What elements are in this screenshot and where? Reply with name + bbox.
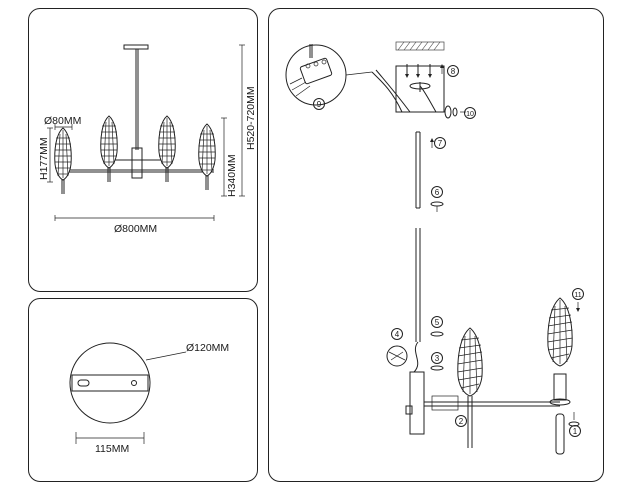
chandelier-overview-drawing xyxy=(47,44,245,221)
shade-height-label: H177MM xyxy=(38,137,50,180)
hole-spacing-label: 115MM xyxy=(95,443,129,455)
total-diameter-label: Ø800MM xyxy=(114,223,157,235)
step-4-label: 4 xyxy=(395,330,400,339)
step-7-label: 7 xyxy=(438,139,443,148)
plate-diameter-label: Ø120MM xyxy=(186,342,229,354)
shade-diameter-label: Ø80MM xyxy=(44,115,81,127)
step-5-label: 5 xyxy=(435,318,440,327)
step-3-label: 3 xyxy=(435,354,440,363)
step-10-label: 10 xyxy=(466,111,474,118)
step-11-label: 11 xyxy=(574,292,581,299)
body-height-label: H340MM xyxy=(226,154,238,197)
step-8-label: 8 xyxy=(451,67,456,76)
step-1-label: 1 xyxy=(573,427,578,436)
step-6-label: 6 xyxy=(435,188,440,197)
total-height-label: H520-720MM xyxy=(245,86,257,150)
mount-plate-drawing xyxy=(69,342,187,444)
assembly-panel xyxy=(268,8,604,482)
step-2-label: 2 xyxy=(459,417,464,426)
step-9-label: 9 xyxy=(317,100,322,109)
assembly-drawing xyxy=(285,41,584,455)
mount-plate-panel xyxy=(28,298,258,482)
